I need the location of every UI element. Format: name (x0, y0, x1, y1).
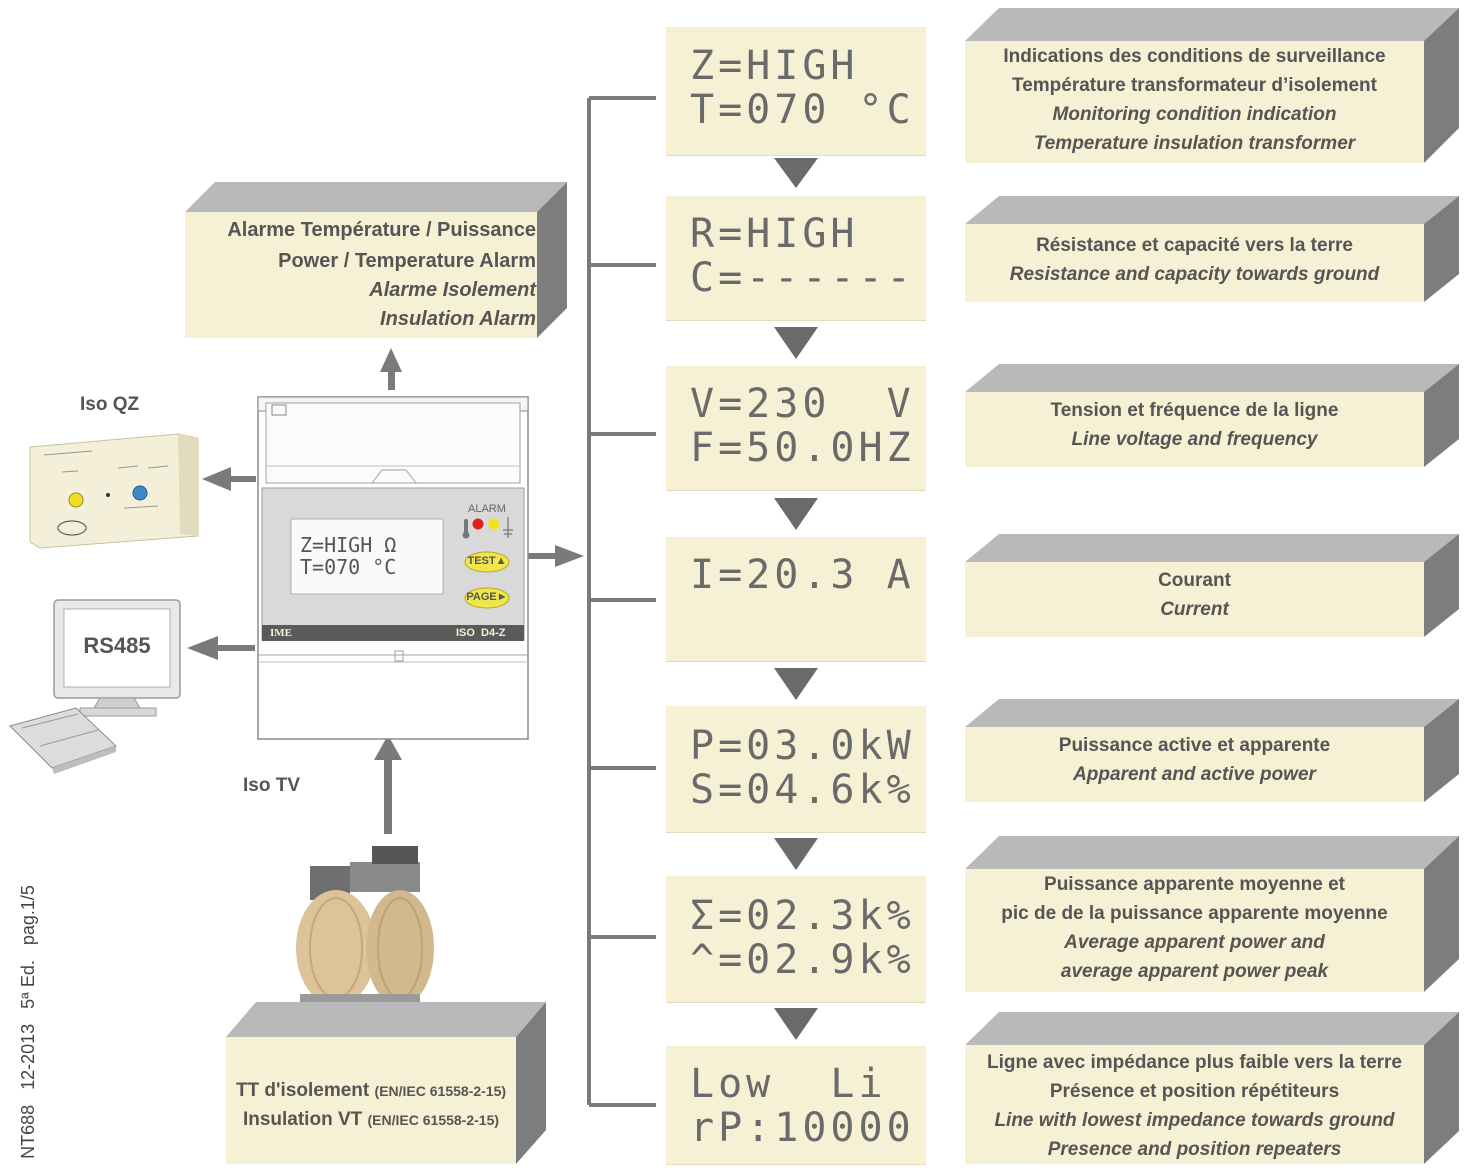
screen-2-line-2: C=------ (690, 256, 906, 300)
screen-1-line-2: T=070 °C (690, 88, 906, 132)
desc-1-line-4: Temperature insulation transformer (965, 129, 1424, 158)
desc-4-text: Courant Current (965, 566, 1424, 624)
device-display-line-1: Z=HIGH Ω (300, 534, 436, 556)
desc-2-line-2: Resistance and capacity towards ground (965, 260, 1424, 289)
arrow-to-screens (527, 545, 584, 567)
desc-3-line-1: Tension et fréquence de la ligne (965, 396, 1424, 425)
iso-qz-label: Iso QZ (80, 394, 139, 416)
device-alarm-label: ALARM (468, 503, 506, 515)
desc-1-text: Indications des conditions de surveillan… (965, 42, 1424, 158)
desc-1-line-1: Indications des conditions de surveillan… (965, 42, 1424, 71)
transformer-name-en: Insulation VT (243, 1109, 362, 1130)
desc-2-text: Résistance et capacité vers la terre Res… (965, 231, 1424, 289)
desc-2-line-1: Résistance et capacité vers la terre (965, 231, 1424, 260)
transformer-line-2: Insulation VT (EN/IEC 61558-2-15) (226, 1109, 516, 1131)
desc-7-text: Ligne avec impédance plus faible vers la… (965, 1048, 1424, 1164)
screen-6-line-1: Σ=02.3k% (690, 894, 906, 938)
screen-7-line-2: rP:10000 (690, 1106, 906, 1150)
device-model: ISO D4-Z (456, 627, 506, 639)
screen-1: Z=HIGH T=070 °C (666, 27, 926, 155)
arrow-to-iso-qz (202, 467, 256, 491)
transformer-line-1: TT d'isolement (EN/IEC 61558-2-15) (226, 1080, 516, 1102)
screen-connector (589, 98, 656, 1105)
rs485-monitor (10, 600, 180, 774)
page-button[interactable]: PAGE► (465, 591, 509, 603)
desc-7-line-1: Ligne avec impédance plus faible vers la… (965, 1048, 1424, 1077)
desc-6-line-3: Average apparent power and (965, 928, 1424, 957)
device-display-line-2: T=070 °C (300, 556, 436, 578)
iso-tv-label: Iso TV (243, 775, 300, 797)
desc-1-line-3: Monitoring condition indication (965, 100, 1424, 129)
screen-2: R=HIGH C=------ (666, 196, 926, 320)
screen-7: Low Li rP:10000 (666, 1046, 926, 1164)
desc-1-line-2: Température transformateur d’isolement (965, 71, 1424, 100)
transformer-name-fr: TT d'isolement (236, 1080, 369, 1101)
desc-4-line-1: Courant (965, 566, 1424, 595)
desc-7-line-3: Line with lowest impedance towards groun… (965, 1106, 1424, 1135)
desc-7-line-4: Presence and position repeaters (965, 1135, 1424, 1164)
arrow-from-transformer (374, 735, 402, 834)
device-brand: IME (270, 627, 292, 639)
arrow-to-alarms (380, 348, 402, 390)
screen-1-line-1: Z=HIGH (690, 44, 906, 88)
alarm-line-2: Power / Temperature Alarm (186, 250, 536, 273)
alarm-line-3: Alarme Isolement (186, 279, 536, 302)
rs485-label: RS485 (64, 633, 170, 659)
test-button[interactable]: TEST▲ (465, 555, 509, 567)
desc-5-line-2: Apparent and active power (965, 760, 1424, 789)
desc-5-text: Puissance active et apparente Apparent a… (965, 731, 1424, 789)
desc-6-line-1: Puissance apparente moyenne et (965, 870, 1424, 899)
screen-6: Σ=02.3k% ^=02.9k% (666, 876, 926, 1002)
screen-5-line-2: S=04.6k% (690, 768, 906, 812)
screen-3-line-1: V=230 V (690, 382, 906, 426)
desc-7-line-2: Présence et position répétiteurs (965, 1077, 1424, 1106)
screen-4: I=20.3 A (666, 537, 926, 661)
desc-6-text: Puissance apparente moyenne et pic de de… (965, 870, 1424, 986)
screen-3-line-2: F=50.0HZ (690, 426, 906, 470)
document-reference: NT688 12-2013 5ª Ed. pag.1/5 (18, 872, 42, 1172)
screen-7-line-1: Low Li (690, 1062, 906, 1106)
transformer-standard-2: (EN/IEC 61558-2-15) (368, 1112, 500, 1128)
screen-4-line-1: I=20.3 A (690, 553, 906, 597)
screen-2-line-1: R=HIGH (690, 212, 906, 256)
desc-6-line-4: average apparent power peak (965, 957, 1424, 986)
desc-3-text: Tension et fréquence de la ligne Line vo… (965, 396, 1424, 454)
desc-6-line-2: pic de de la puissance apparente moyenne (965, 899, 1424, 928)
screen-6-line-2: ^=02.9k% (690, 938, 906, 982)
screen-5-line-1: P=03.0kW (690, 724, 906, 768)
desc-3-line-2: Line voltage and frequency (965, 425, 1424, 454)
screen-3: V=230 V F=50.0HZ (666, 366, 926, 490)
iso-qz-panel (30, 434, 198, 548)
desc-5-line-1: Puissance active et apparente (965, 731, 1424, 760)
alarm-line-1: Alarme Température / Puissance (186, 219, 536, 242)
arrow-to-rs485 (187, 636, 255, 660)
transformer-standard-1: (EN/IEC 61558-2-15) (375, 1083, 507, 1099)
desc-4-line-2: Current (965, 595, 1424, 624)
alarm-line-4: Insulation Alarm (186, 308, 536, 331)
screen-5: P=03.0kW S=04.6k% (666, 706, 926, 832)
